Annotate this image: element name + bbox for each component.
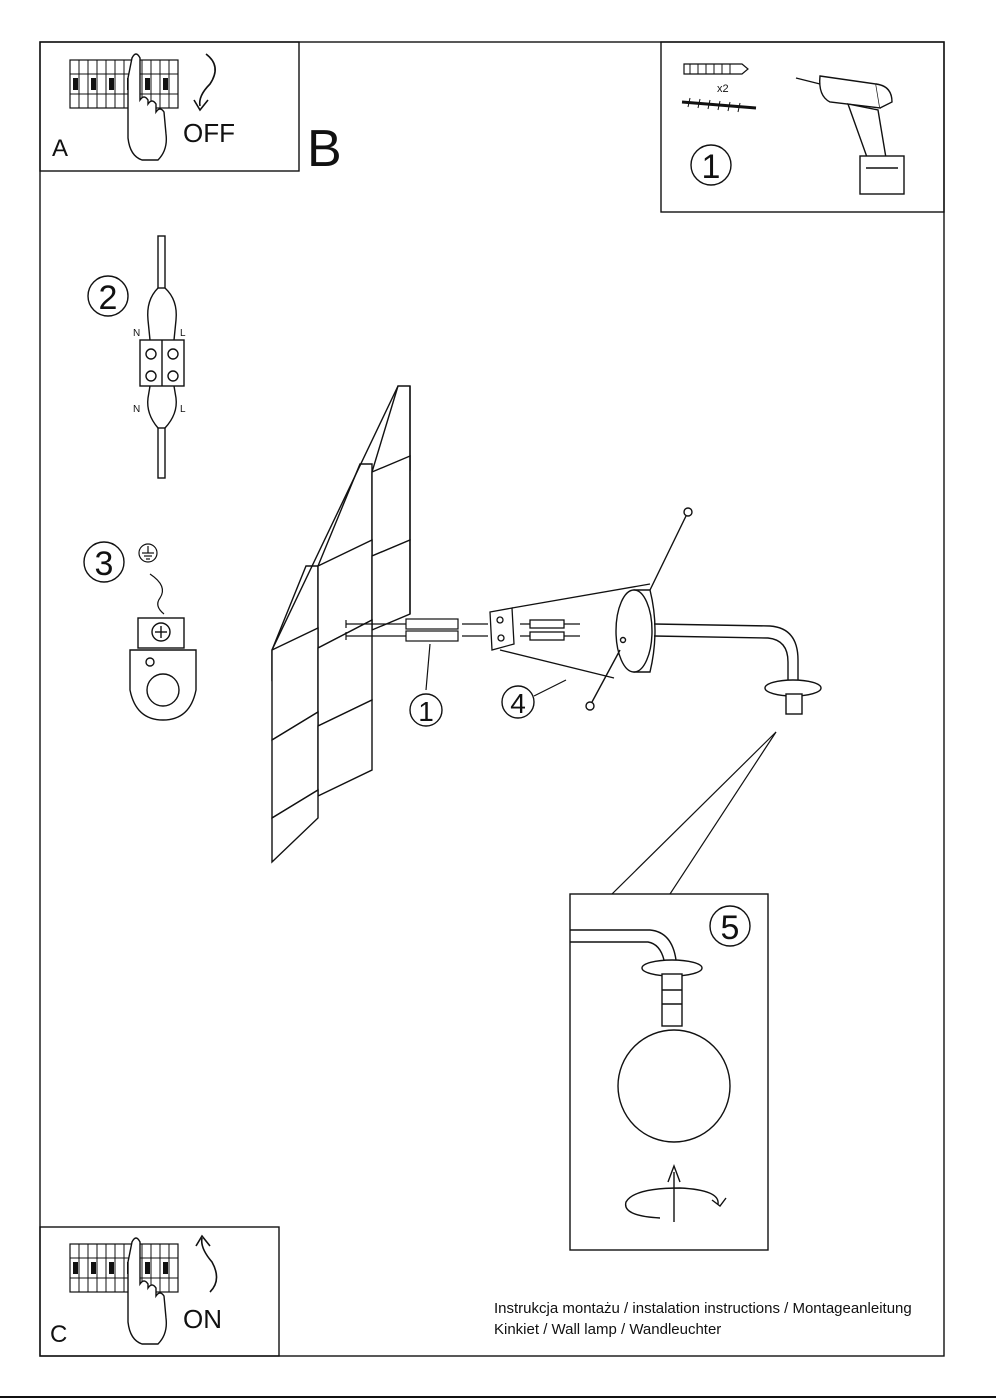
rotate-arrow-icon bbox=[624, 1164, 727, 1222]
panel-a-power-off: A OFF bbox=[39, 41, 300, 172]
cable-icon bbox=[147, 235, 177, 479]
footer-caption: Instrukcja montażu / instalation instruc… bbox=[494, 1298, 912, 1340]
anchor-callout-number: 1 bbox=[418, 696, 434, 727]
step-1-number: 1 bbox=[702, 148, 721, 186]
live-top-label: L bbox=[180, 328, 186, 339]
switch-down-arrow-icon bbox=[198, 53, 216, 107]
off-label: OFF bbox=[183, 118, 235, 148]
panel-a-letter: A bbox=[52, 135, 68, 162]
breaker-box-icon bbox=[69, 59, 179, 109]
bracket-callout-number: 4 bbox=[510, 688, 526, 719]
ground-symbol-icon bbox=[138, 543, 158, 563]
step-1-badge bbox=[690, 144, 732, 186]
wall-plug-icon bbox=[683, 63, 749, 75]
lamp-body bbox=[585, 507, 822, 715]
step-3-ground: 3 bbox=[83, 541, 197, 721]
terminal-block-icon bbox=[139, 339, 185, 387]
step-2-wiring: 2 N L N L bbox=[87, 235, 186, 479]
glass-globe-icon bbox=[617, 1029, 731, 1143]
section-b-letter: B bbox=[307, 120, 342, 178]
footer-line-1: Instrukcja montażu / instalation instruc… bbox=[494, 1300, 912, 1317]
mounting-bracket bbox=[489, 583, 651, 679]
step-3-number: 3 bbox=[95, 545, 114, 583]
footer-line-2: Kinkiet / Wall lamp / Wandleuchter bbox=[494, 1321, 722, 1338]
anchors-screws bbox=[345, 618, 488, 691]
step-1-tools-box: x2 1 bbox=[660, 41, 945, 213]
screw-icon bbox=[681, 97, 757, 113]
step-2-number: 2 bbox=[99, 279, 118, 317]
hand-icon bbox=[127, 53, 168, 161]
breaker-box-icon bbox=[69, 1243, 179, 1293]
ground-terminal-icon bbox=[129, 617, 197, 721]
neutral-bottom-label: N bbox=[133, 404, 140, 415]
live-bottom-label: L bbox=[180, 404, 186, 415]
step-5-detail-box: 5 bbox=[569, 893, 769, 1251]
wall-illustration bbox=[271, 385, 411, 864]
anchor-count: x2 bbox=[717, 83, 729, 95]
on-label: ON bbox=[183, 1304, 222, 1334]
panel-c-letter: C bbox=[50, 1321, 67, 1348]
step-5-number: 5 bbox=[721, 909, 740, 947]
page-frame bbox=[39, 41, 945, 1357]
hand-icon bbox=[127, 1237, 168, 1345]
neutral-top-label: N bbox=[133, 328, 140, 339]
panel-c-power-on: C ON bbox=[39, 1226, 280, 1357]
switch-up-arrow-icon bbox=[200, 1237, 218, 1293]
drill-icon bbox=[795, 75, 905, 195]
